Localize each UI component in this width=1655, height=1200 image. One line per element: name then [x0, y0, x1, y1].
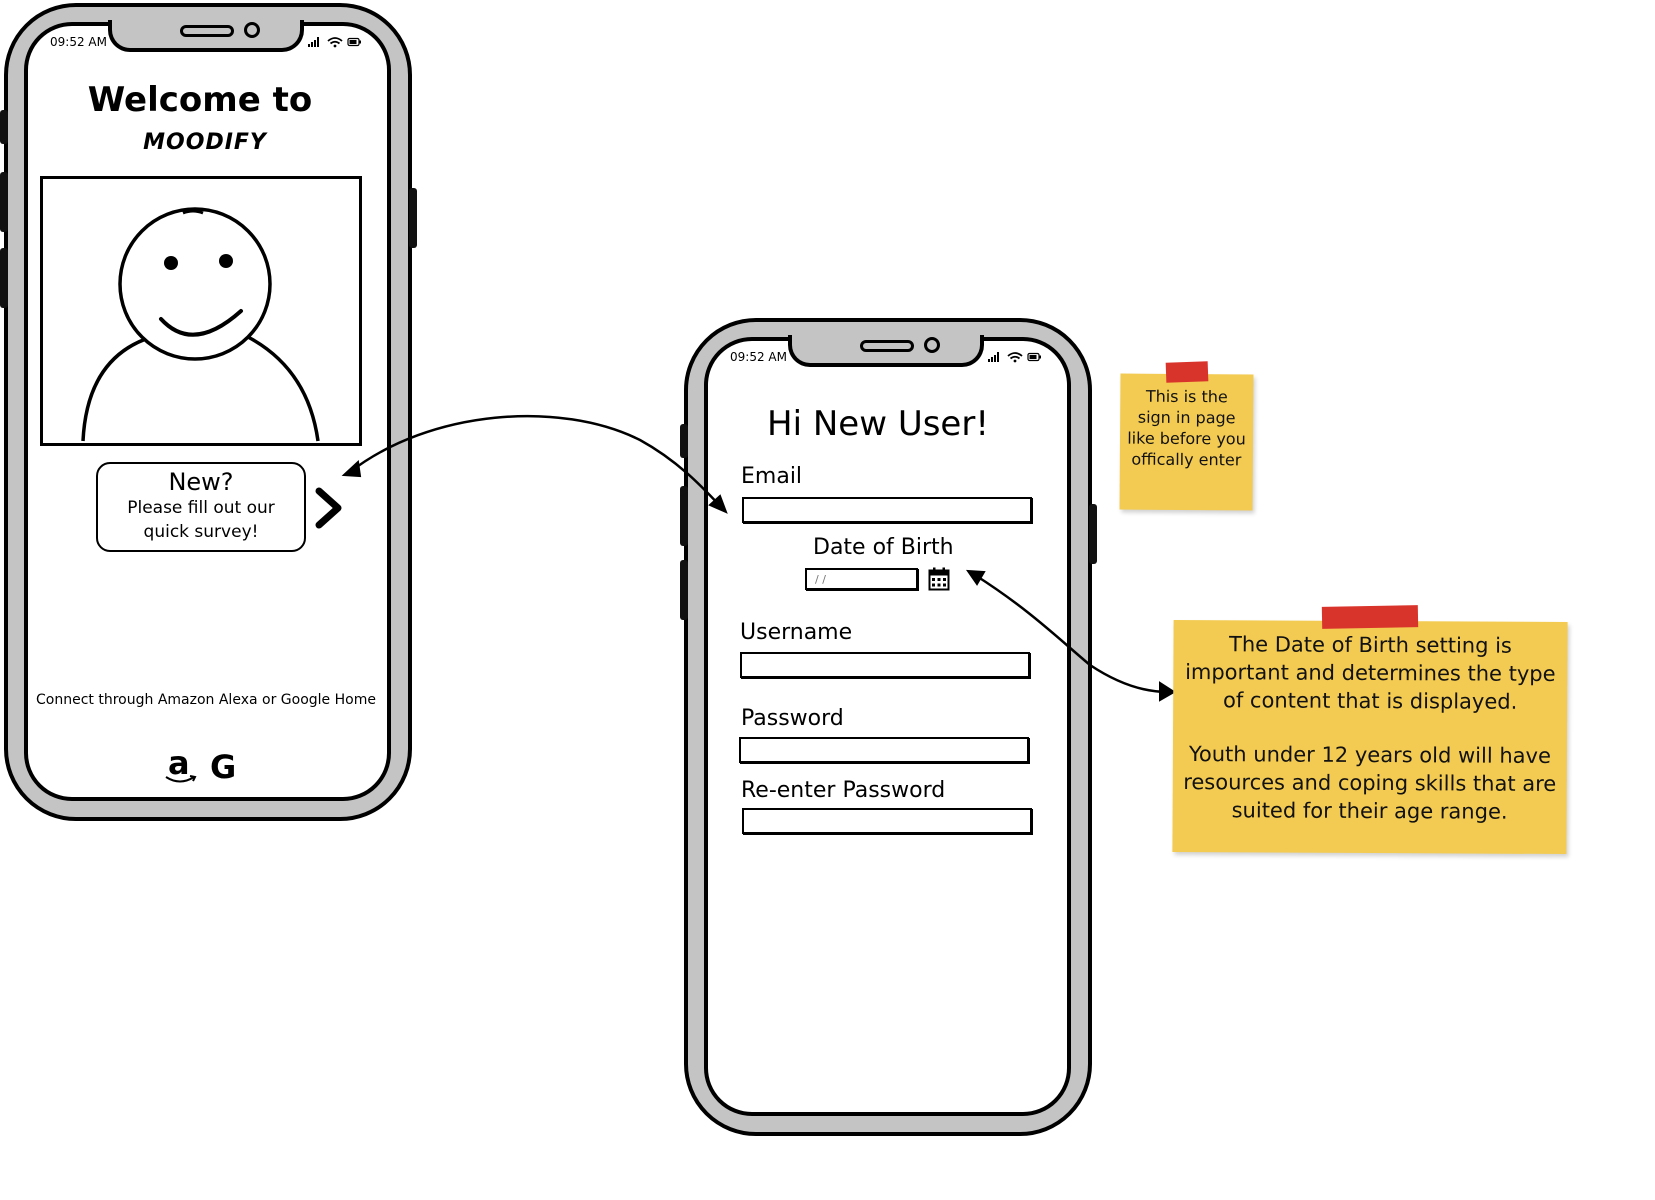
smiley-person-icon [81, 207, 320, 442]
dob-label: Date of Birth [813, 535, 954, 560]
left-phone-volume-up [0, 110, 8, 144]
right-phone-volume-down [680, 486, 688, 546]
note-small-line-1: This is the [1145, 386, 1228, 407]
page-title: Hi New User! [767, 404, 989, 444]
survey-to-signup-arrow [341, 414, 728, 514]
survey-line-2: quick survey! [143, 522, 259, 542]
reenter-password-label: Re-enter Password [741, 778, 946, 803]
avatar-image-placeholder [40, 176, 362, 446]
left-phone-volume-down [0, 172, 8, 232]
google-icon[interactable]: G [210, 748, 244, 788]
wifi-icon [327, 37, 343, 48]
sticky-note-small: This is the sign in page like before you… [1119, 373, 1254, 511]
survey-card[interactable]: New? Please fill out our quick survey! [96, 462, 306, 552]
google-glyph: G [210, 748, 237, 786]
battery-icon [347, 37, 361, 47]
app-name: MOODIFY [143, 130, 267, 155]
connect-caption: Connect through Amazon Alexa or Google H… [36, 692, 376, 708]
left-phone-silent-switch [0, 248, 8, 308]
right-phone-power-button [1089, 504, 1097, 564]
username-label: Username [740, 620, 853, 645]
amazon-glyph: a [168, 744, 190, 782]
dob-to-note-arrow [966, 569, 1176, 702]
left-phone-power-button [409, 188, 417, 248]
note-large-line-2: important and determines the type [1185, 660, 1556, 686]
sticky-note-large: The Date of Birth setting is important a… [1172, 619, 1568, 855]
right-status-icons [988, 352, 1041, 363]
right-status-time: 09:52 AM [730, 350, 787, 364]
right-phone-volume-up [680, 424, 688, 458]
password-field[interactable] [739, 737, 1029, 763]
reenter-password-field[interactable] [742, 808, 1032, 834]
battery-icon [1027, 352, 1041, 362]
signal-icon [308, 37, 319, 47]
note-small-line-2: sign in page [1137, 407, 1236, 428]
email-field[interactable] [742, 497, 1032, 523]
note-large-line-5: resources and coping skills that are [1183, 770, 1557, 796]
signal-icon [988, 352, 999, 362]
username-field[interactable] [740, 652, 1030, 678]
password-label: Password [741, 706, 844, 731]
note-large-line-4: Youth under 12 years old will have [1188, 742, 1551, 768]
note-large-line-3: of content that is displayed. [1222, 688, 1518, 714]
note-small-line-3: like before you [1127, 428, 1246, 449]
survey-line-1: Please fill out our [127, 498, 275, 518]
dob-field[interactable] [805, 568, 918, 590]
right-phone-silent-switch [680, 560, 688, 620]
left-phone-camera [244, 22, 260, 38]
tape-large [1321, 605, 1419, 629]
note-large-line-6: suited for their age range. [1231, 798, 1508, 824]
tape-small [1165, 361, 1209, 383]
chevron-right-icon[interactable] [314, 486, 344, 530]
left-phone-speaker [180, 25, 234, 37]
right-phone-camera [924, 337, 940, 353]
left-status-time: 09:52 AM [50, 35, 107, 49]
amazon-smile-icon [165, 775, 197, 783]
note-large-line-1: The Date of Birth setting is [1228, 632, 1512, 658]
left-status-icons [308, 37, 361, 48]
survey-title: New? [168, 468, 234, 496]
amazon-icon[interactable]: a [164, 744, 198, 788]
right-phone-speaker [860, 340, 914, 352]
welcome-title: Welcome to [87, 80, 313, 120]
right-phone-screen [704, 337, 1071, 1116]
wifi-icon [1007, 352, 1023, 363]
note-small-line-4: offically enter [1131, 449, 1242, 470]
calendar-icon[interactable] [928, 567, 950, 591]
email-label: Email [741, 464, 803, 489]
